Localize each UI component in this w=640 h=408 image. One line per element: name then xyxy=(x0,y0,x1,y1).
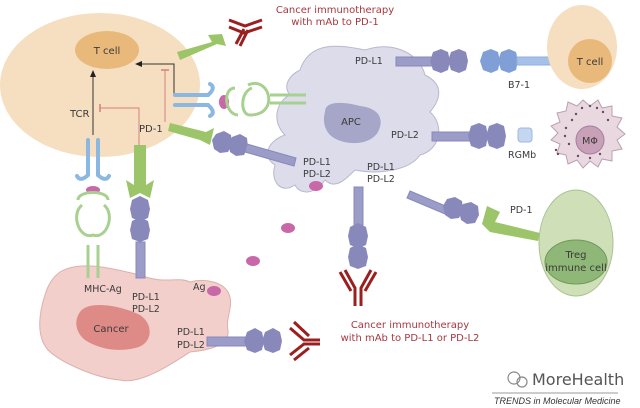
antibody-down xyxy=(338,269,378,306)
pdl2-stalk-right xyxy=(431,131,473,142)
apc-pdl2-left-label: PD-L2 xyxy=(303,169,331,180)
pdl-domain-treg-2 xyxy=(459,202,479,224)
pdl-stalk-down xyxy=(353,186,364,226)
cancer-pdl2-right-label: PD-L2 xyxy=(177,340,205,351)
apc-nucleus xyxy=(323,102,381,144)
antigen-dot xyxy=(309,181,323,191)
pdl1-domain-2 xyxy=(448,49,468,73)
pdl-domain-down-1 xyxy=(348,223,368,248)
pd1-signal-arrow xyxy=(140,63,175,95)
apc-pdl2-center-label: PD-L2 xyxy=(367,174,395,185)
source-credit: TRENDS in Molecular Medicine xyxy=(494,396,621,406)
t-cell-label: T cell xyxy=(93,46,121,57)
antigen-cancer xyxy=(207,286,221,296)
treg-pd1-receptor xyxy=(482,206,540,241)
pd1-label-tcell: PD-1 xyxy=(139,124,163,135)
cancer-pdl1-top-label: PD-L1 xyxy=(132,292,160,303)
antibody-top xyxy=(228,18,263,47)
macrophage-granules xyxy=(554,104,610,160)
rgmb-label: RGMb xyxy=(508,150,536,161)
tcr-cancer-receptor xyxy=(75,138,111,181)
pdl-domain-apc-left-2 xyxy=(228,134,248,156)
b71-label: B7-1 xyxy=(508,80,530,91)
pd1-arrowhead xyxy=(135,61,142,67)
apc-pdl1-center-label: PD-L1 xyxy=(367,162,395,173)
right-t-cell-label: T cell xyxy=(576,57,604,68)
cancer-nucleus xyxy=(76,304,150,350)
mhc-ag-label: MHC-Ag xyxy=(84,284,122,295)
t-cell-nucleus xyxy=(75,31,139,69)
ag-label: Ag xyxy=(193,282,206,293)
b71-domain-1 xyxy=(480,49,500,73)
watermark-text: MoreHealth xyxy=(532,370,624,389)
treg-nucleus xyxy=(544,239,608,285)
pdl-domain-treg-1 xyxy=(443,197,463,219)
tcr-apc-receptor xyxy=(173,82,215,118)
pdl-stalk-cancer-right xyxy=(206,336,248,347)
pdl2-domain-1 xyxy=(468,123,488,149)
tcr-label: TCR xyxy=(69,109,90,120)
treg-label-line2: immune cell xyxy=(545,263,606,274)
cancer-pd1-receptor xyxy=(126,145,154,198)
macrophage-nucleus xyxy=(575,125,605,155)
pdl-domain-cancer-right-2 xyxy=(262,328,282,353)
therapy-pdl-line1: Cancer immunotherapy xyxy=(351,320,469,331)
apc-pd1-receptor xyxy=(168,123,214,145)
pdl-stalk-cancer-top xyxy=(135,241,146,279)
cancer-label: Cancer xyxy=(93,324,129,335)
b71-domain-2 xyxy=(498,49,518,73)
tcr-arrowhead xyxy=(90,70,96,77)
free-antigen-2 xyxy=(246,256,260,266)
rgmb-receptor xyxy=(517,127,533,143)
cancer-pdl1-right-label: PD-L1 xyxy=(177,327,205,338)
pdl-domain-cancer-top-1 xyxy=(130,196,150,221)
pdl-domain-down-2 xyxy=(348,244,368,269)
antibody-right xyxy=(289,320,320,362)
pdl-stalk-treg xyxy=(406,190,449,215)
cancer-pdl2-top-label: PD-L2 xyxy=(132,304,160,315)
pdl1-stalk-top xyxy=(395,56,435,67)
apc-pdl1-top-label: PD-L1 xyxy=(355,56,383,67)
therapy-pdl-line2: with mAb to PD-L1 or PD-L2 xyxy=(341,333,480,344)
therapy-pd1-line2: with mAb to PD-1 xyxy=(291,17,378,28)
right-t-cell-nucleus xyxy=(568,39,612,83)
pdl-domain-cancer-right-1 xyxy=(244,328,264,353)
pd1-inhibit-line xyxy=(100,107,140,145)
pdl-domain-cancer-top-2 xyxy=(130,217,150,242)
tcell-pd1-top-receptor xyxy=(177,34,226,60)
mhc-cancer xyxy=(75,191,111,278)
pd1-treg-label: PD-1 xyxy=(510,205,533,216)
therapy-pd1-line1: Cancer immunotherapy xyxy=(276,5,394,16)
free-antigen-1 xyxy=(281,223,295,233)
apc-pdl1-left-label: PD-L1 xyxy=(303,157,331,168)
t-cell-body xyxy=(0,13,200,157)
macrophage-label: MΦ xyxy=(582,136,598,147)
treg-label-line1: Treg xyxy=(564,250,586,261)
apc-pdl2-right-label: PD-L2 xyxy=(391,130,419,141)
apc-label: APC xyxy=(341,117,361,128)
pdl-domain-apc-left-1 xyxy=(212,131,232,153)
pdl1-domain-1 xyxy=(430,49,450,73)
pdl2-domain-2 xyxy=(486,123,506,149)
mhc-apc xyxy=(225,81,306,117)
pdl-stalk-apc-left xyxy=(244,143,297,167)
wechat-icon xyxy=(507,371,528,388)
